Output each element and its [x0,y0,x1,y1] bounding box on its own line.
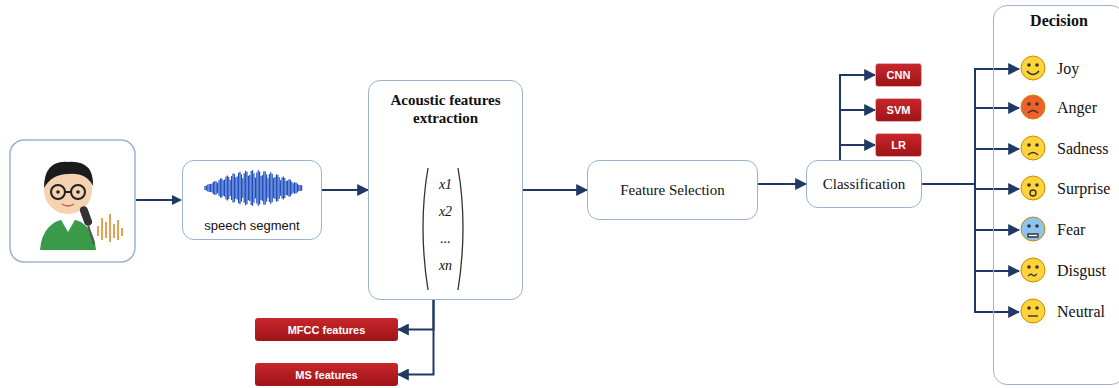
connector-arrow [840,110,875,160]
arrow-head [172,195,182,205]
node-label: Classification [823,176,906,193]
emotion-item: Disgust [1019,258,1117,284]
vector-bracket [458,168,463,290]
connector-arrow [922,184,1019,312]
connector-arrow [922,108,1019,184]
node-label: Decision [1030,12,1088,30]
waveform [205,170,302,206]
connector-arrow [922,149,1019,184]
process-box: Classification [806,160,922,208]
process-box: Feature Selection [587,160,758,220]
input-arrow [136,199,174,201]
node-label: speech segment [204,218,299,233]
connector-arrow [840,75,875,160]
vector-entry: xn [439,252,452,279]
emotion-item: Surprise [1019,176,1117,202]
connector-arrow [523,189,587,191]
node-label: Surprise [1057,180,1110,198]
classifier-tag: SVM [875,98,922,122]
node-label: Acoustic features extraction [369,91,522,127]
node-label: Joy [1057,60,1079,78]
process-box: Acoustic features extraction x1x2...xn [368,80,523,300]
node-label: MS features [295,369,357,381]
connector-arrow [398,300,434,330]
emotion-item: Anger [1019,95,1117,121]
emotion-item: Sadness [1019,136,1117,162]
feature-tag: MFCC features [255,318,398,341]
vector-entry: x2 [439,198,452,225]
vector-entry: ... [440,225,451,252]
connector-arrow [758,183,806,185]
connector-arrow [398,300,434,375]
node-label: Disgust [1057,262,1106,280]
decision-panel: DecisionJoyAngerSadnessSurpriseFearDisgu… [993,5,1119,385]
node-label: SVM [887,104,911,116]
node-label: MFCC features [288,324,366,336]
connector-arrow [840,145,875,160]
vector-bracket [423,168,428,290]
vector-entry: x1 [439,171,452,198]
node-label: Feature Selection [620,182,725,199]
node-label: LR [891,139,906,151]
node-label: Anger [1057,99,1097,117]
process-box: speech segment [182,160,322,240]
node-label: Neutral [1057,303,1105,321]
connector-arrow [922,184,1019,271]
classifier-tag: CNN [875,63,922,87]
node-label: Fear [1057,221,1085,239]
node-label: Sadness [1057,140,1109,158]
node-label: CNN [887,69,911,81]
speaker-box [10,140,135,262]
speaker-figure [40,162,122,250]
connector-arrow [922,69,1019,184]
classifier-tag: LR [875,133,922,157]
connector-arrow [922,184,1019,230]
connector-arrow [322,189,368,191]
emotion-item: Joy [1019,56,1117,82]
emoji-icons [1021,56,1045,323]
feature-tag: MS features [255,363,398,386]
emotion-item: Neutral [1019,299,1117,325]
emotion-item: Fear [1019,217,1117,243]
